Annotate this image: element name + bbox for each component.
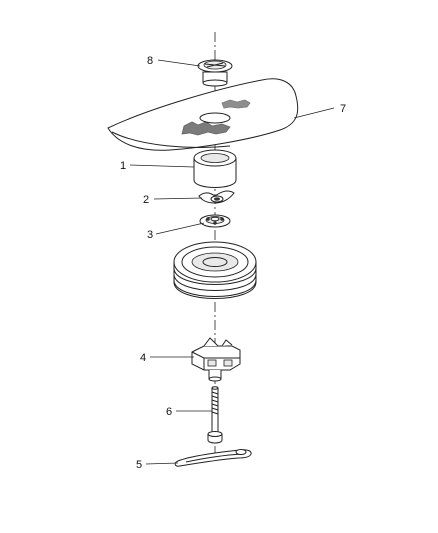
part-2-wing-nut xyxy=(198,190,235,204)
callout-2: 2 xyxy=(143,194,149,206)
callout-4: 4 xyxy=(140,352,146,364)
leader-1 xyxy=(129,164,195,168)
part-4-winch-bracket xyxy=(191,337,241,382)
part-8-retainer-knob xyxy=(197,59,233,87)
callout-1: 1 xyxy=(120,160,126,172)
part-6-bolt xyxy=(207,386,223,444)
callout-7: 7 xyxy=(340,103,346,115)
leader-3 xyxy=(155,222,205,235)
leader-7 xyxy=(293,107,335,119)
part-1-spacer-cylinder xyxy=(193,149,237,188)
callout-3: 3 xyxy=(147,229,153,241)
callout-6: 6 xyxy=(166,406,172,418)
leader-8 xyxy=(157,59,201,67)
callout-5: 5 xyxy=(136,459,142,471)
leader-2 xyxy=(153,197,203,200)
spare-tire xyxy=(173,241,257,299)
part-7-cover-panel xyxy=(107,78,299,151)
part-3-washer-cone xyxy=(199,214,231,228)
leader-5 xyxy=(145,462,179,465)
part-5-wrench-handle xyxy=(174,449,252,467)
callout-8: 8 xyxy=(147,55,153,67)
cover-label-graphic xyxy=(181,99,251,136)
